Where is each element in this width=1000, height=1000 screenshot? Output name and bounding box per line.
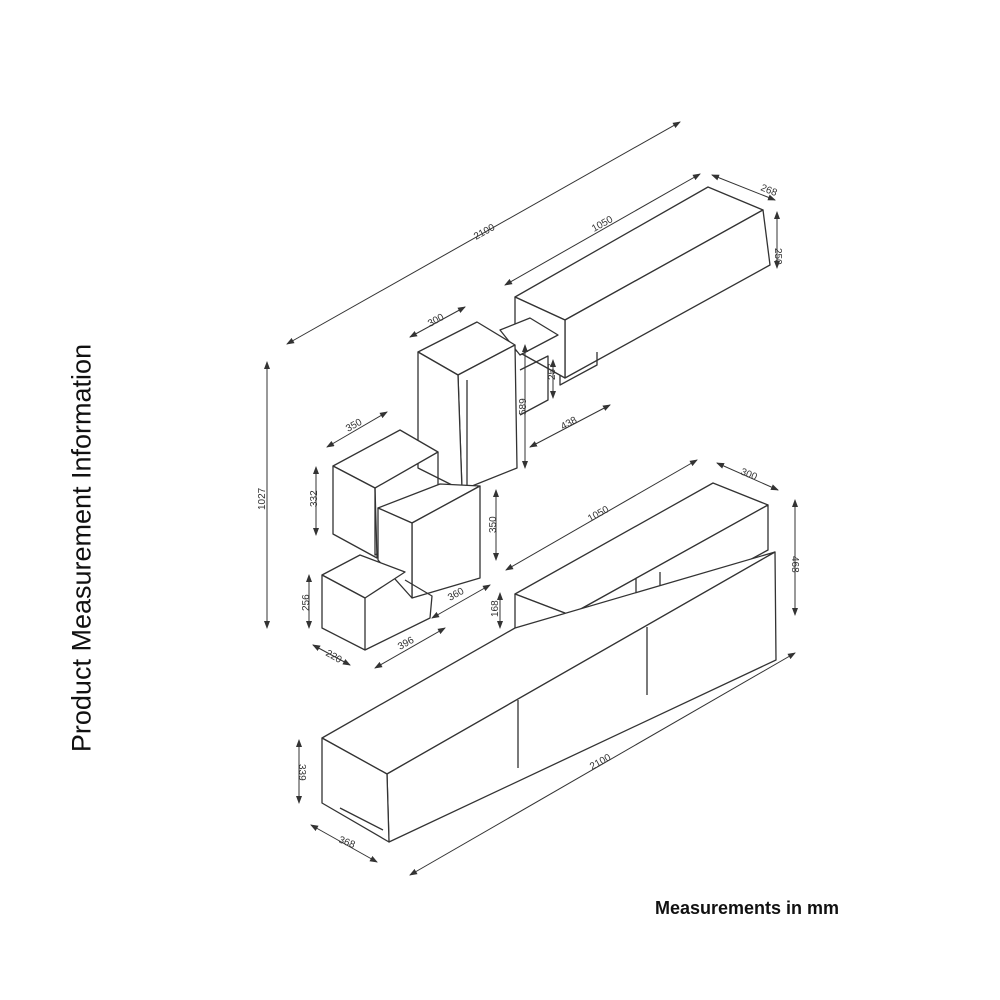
page-title: Product Measurement Information [66, 343, 97, 753]
dim-small-box-height: 256 [301, 594, 312, 611]
dim-gap-height: 257 [547, 363, 558, 380]
dim-mid-box-height: 332 [309, 490, 320, 507]
dim-overall-width-top: 2100 [472, 222, 497, 243]
dim-wall-cabinet-width: 1050 [590, 214, 615, 235]
units-note: Measurements in mm [655, 898, 840, 918]
dim-overall-height: 1027 [257, 487, 268, 510]
dim-tv-unit-width: 2100 [588, 752, 613, 773]
dim-wall-cabinet-depth: 268 [759, 183, 779, 200]
dim-tv-shelf-total-height: 468 [789, 556, 800, 573]
dim-small-box-width: 396 [396, 635, 416, 653]
dimension-lines [264, 121, 798, 876]
dim-shelf-width: 438 [559, 415, 579, 433]
dim-tv-shelf-width: 1050 [586, 504, 611, 525]
dim-tall-box-depth: 300 [426, 312, 446, 330]
dim-mid-box-depth: 350 [344, 417, 364, 435]
dim-tv-unit-height: 339 [296, 764, 307, 781]
dim-tv-shelf-height: 168 [490, 600, 501, 617]
tall-box [417, 321, 518, 491]
cube-box [377, 483, 481, 599]
dim-lower-shelf-width: 360 [446, 586, 466, 604]
wall-cabinet [514, 186, 771, 386]
dim-tall-box-height: 589 [518, 398, 529, 415]
dim-wall-cabinet-height: 250 [772, 248, 783, 265]
dim-cube-height: 350 [488, 516, 499, 533]
dim-small-box-depth: 220 [324, 648, 344, 666]
